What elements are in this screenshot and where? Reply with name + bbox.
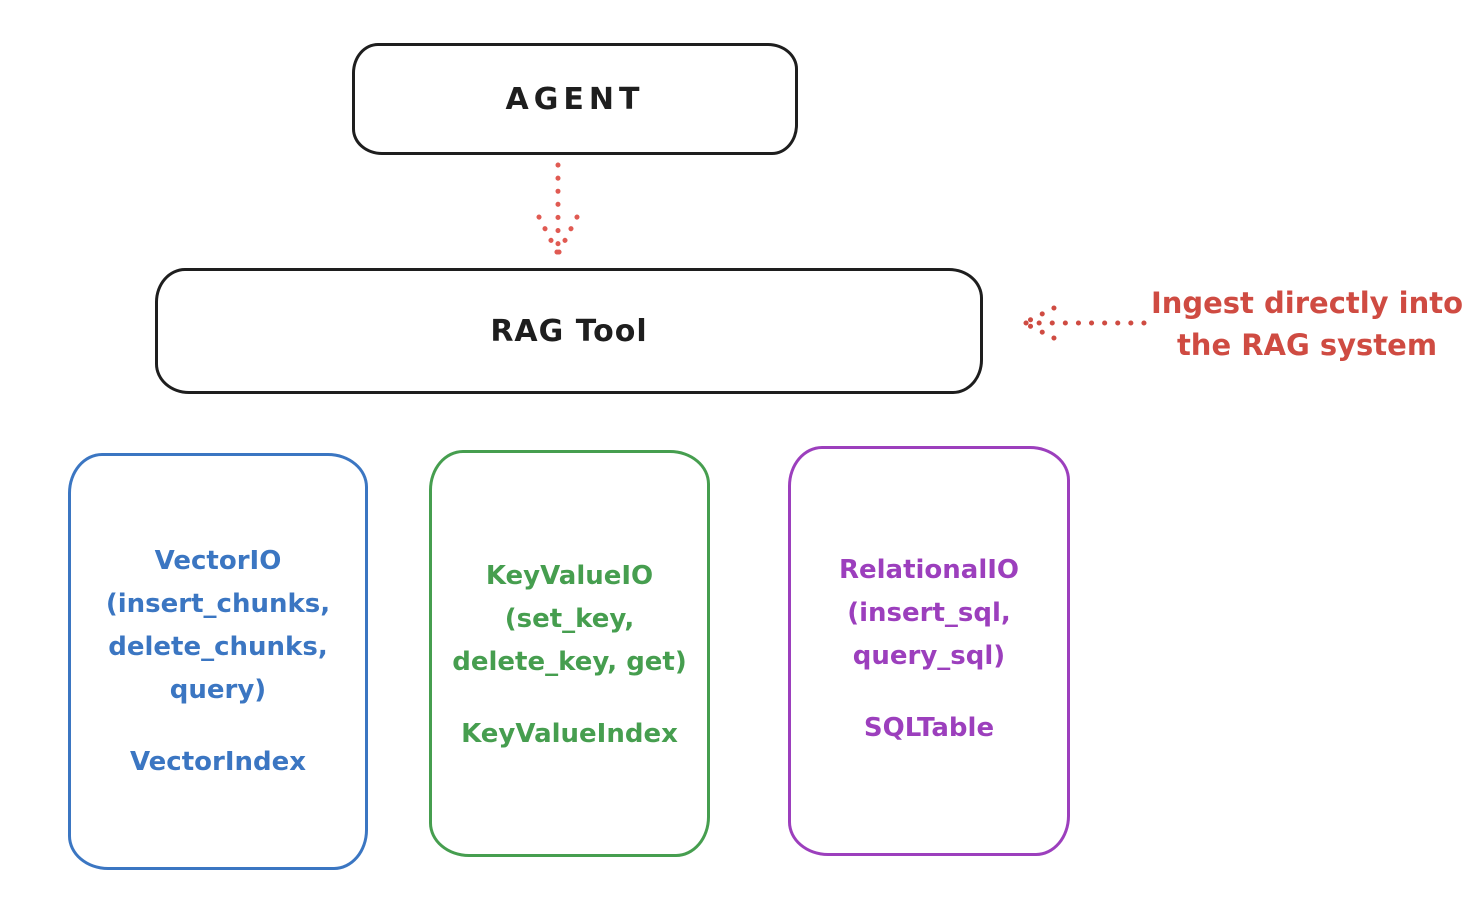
arrow-left-icon [1021, 305, 1147, 341]
node-rag-tool: RAG Tool [155, 268, 983, 394]
node-rag-tool-label: RAG Tool [490, 313, 648, 349]
key-value-io-methods-line1: (set_key, [504, 604, 635, 634]
card-vector-io: VectorIO (insert_chunks, delete_chunks, … [68, 453, 368, 870]
vector-io-methods-line3: query) [169, 675, 267, 705]
sql-table-label: SQLTable [863, 713, 995, 743]
vector-io-methods-line2: delete_chunks, [108, 632, 328, 662]
relational-io-methods-line1: (insert_sql, [847, 598, 1011, 628]
key-value-io-methods-line2: delete_key, get) [452, 647, 687, 677]
key-value-io-title: KeyValueIO [485, 561, 654, 591]
arrow-down-icon [536, 162, 580, 257]
card-key-value-io: KeyValueIO (set_key, delete_key, get) Ke… [429, 450, 710, 857]
annotation-ingest-line2: the RAG system [1176, 328, 1438, 362]
node-agent: AGENT [352, 43, 798, 155]
card-relational-io: RelationalIO (insert_sql, query_sql) SQL… [788, 446, 1070, 856]
vector-io-title: VectorIO [154, 546, 282, 576]
node-agent-label: AGENT [505, 81, 645, 117]
annotation-ingest-line1: Ingest directly into [1150, 286, 1464, 320]
relational-io-title: RelationalIO [838, 555, 1020, 585]
annotation-ingest: Ingest directly into the RAG system [1142, 282, 1472, 366]
vector-index-label: VectorIndex [129, 747, 307, 777]
vector-io-methods-line1: (insert_chunks, [105, 589, 331, 619]
key-value-index-label: KeyValueIndex [461, 719, 678, 749]
relational-io-methods-line2: query_sql) [852, 641, 1006, 671]
